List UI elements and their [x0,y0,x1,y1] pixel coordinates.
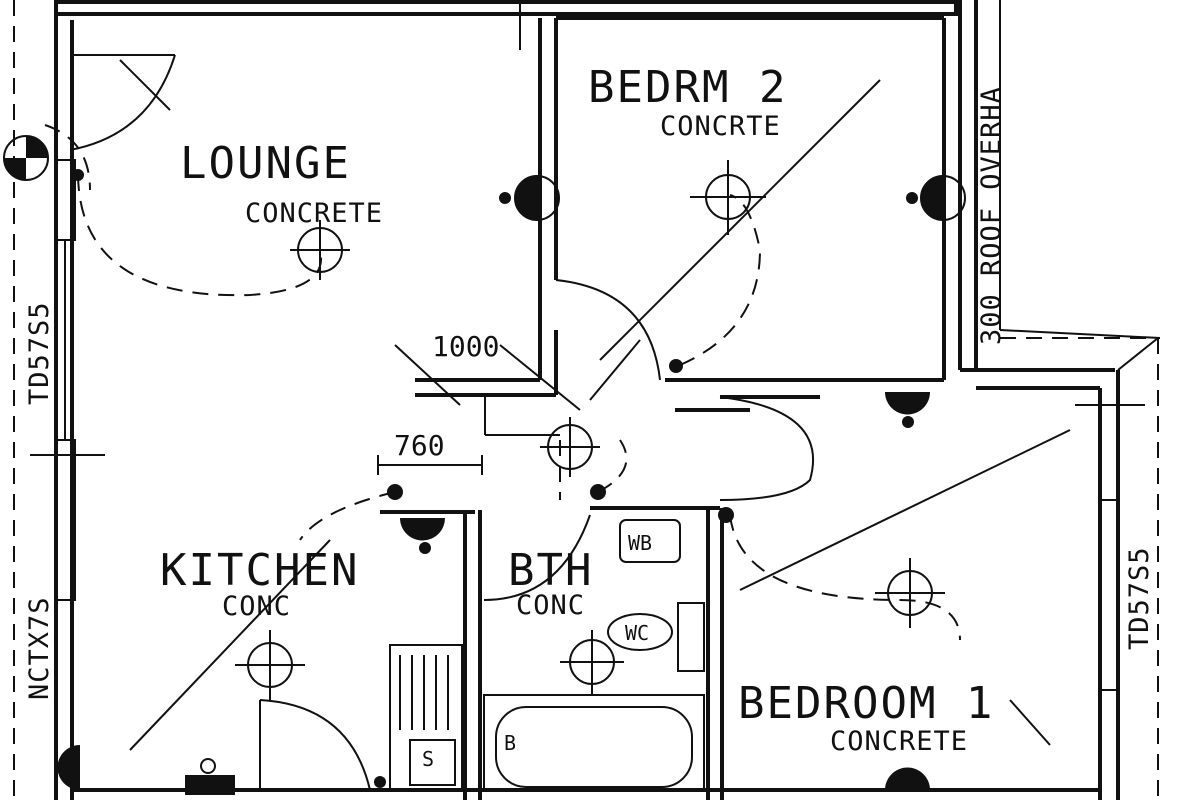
window-code-left-top: TD57S5 [24,301,55,405]
switch-dots [72,169,918,788]
floor-finish-kitchen: CONC [222,591,291,622]
floor-finish-lounge: CONCRETE [245,198,383,229]
ceiling-light-bath [560,630,624,694]
roof-outline [13,0,1161,800]
toilet [607,602,705,672]
socket-outlets [3,135,966,790]
window-left-top [54,159,76,440]
window-code-right: TD57S5 [1124,546,1155,650]
ceiling-light-bedroom1 [875,558,945,628]
bathtub [483,694,705,791]
room-name-kitchen: KITCHEN [160,545,359,596]
window-code-left-bottom: NCTX7S [24,596,55,700]
floor-finish-bath: CONC [516,590,585,621]
window-right [1075,404,1145,691]
room-name-bath: BTH [508,545,593,596]
wiring-dashes [44,124,961,641]
roof-overhang-note: 300 ROOF OVERHA [976,86,1007,345]
fixture-label-bath: B [504,731,516,755]
stove [185,758,235,795]
room-name-bedroom1: BEDROOM 1 [738,678,994,729]
ceiling-light-kitchen [235,630,305,700]
hatch-lines [119,59,1071,751]
wash-basin [619,519,681,563]
dimension-passage-width: 1000 [432,330,499,363]
room-name-lounge: LOUNGE [180,138,351,189]
ceiling-light-passage [540,417,600,477]
ceiling-light-lounge [290,220,350,280]
fixture-label-wash-basin: WB [628,531,652,555]
ceiling-light-bedroom2 [690,160,766,235]
window-left-bottom [30,439,105,601]
door-swings [69,54,815,791]
fixture-label-water-closet: WC [625,621,649,645]
fixture-label-sink: S [422,747,434,771]
kitchen-sink-unit [389,644,463,791]
room-name-bedroom2: BEDRM 2 [588,62,787,113]
dimension-door-width: 760 [394,429,445,462]
dimension-760-line [377,455,483,475]
floor-finish-bedroom1: CONCRETE [830,726,968,757]
floor-finish-bedroom2: CONCRTE [660,111,781,142]
